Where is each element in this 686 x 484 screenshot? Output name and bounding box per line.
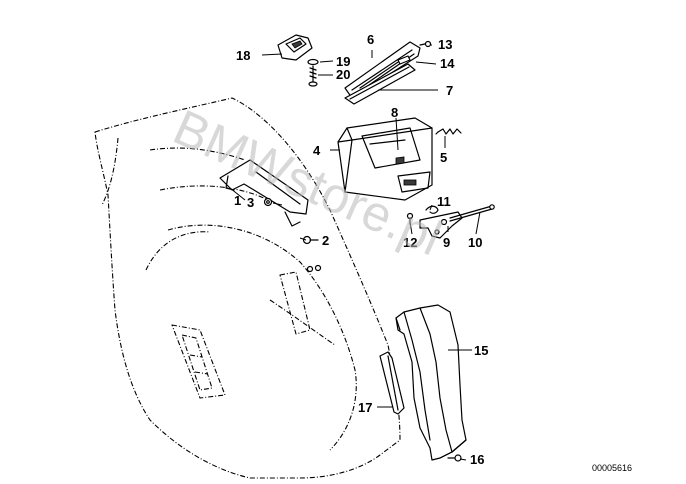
callout-20: 20 bbox=[336, 67, 350, 82]
callout-19: 19 bbox=[336, 54, 350, 69]
screw-part-13 bbox=[419, 40, 432, 48]
screw-part-16 bbox=[447, 454, 462, 462]
side-cover-part-15 bbox=[395, 304, 467, 461]
callout-14: 14 bbox=[440, 56, 455, 71]
leader-lines bbox=[229, 44, 481, 461]
rod-part-10 bbox=[449, 204, 495, 222]
callout-18: 18 bbox=[236, 48, 250, 63]
callout-11: 11 bbox=[437, 194, 451, 209]
trim-strip-part-17 bbox=[379, 351, 405, 415]
callout-17: 17 bbox=[358, 400, 372, 415]
holder-part-9 bbox=[419, 211, 463, 239]
callout-13: 13 bbox=[438, 37, 452, 52]
callout-6: 6 bbox=[367, 32, 374, 47]
nut-part-3 bbox=[263, 197, 273, 207]
clip-part-11 bbox=[425, 205, 439, 214]
callout-9: 9 bbox=[443, 235, 450, 250]
fairing-body bbox=[94, 97, 401, 479]
callout-7: 7 bbox=[446, 83, 453, 98]
callout-12: 12 bbox=[403, 235, 417, 250]
bracket-part-1 bbox=[219, 159, 309, 227]
clip-part-14 bbox=[397, 55, 411, 65]
callout-5: 5 bbox=[440, 150, 447, 165]
diagram-reference: 00005616 bbox=[592, 463, 632, 473]
latch-part-18 bbox=[277, 34, 313, 61]
callout-2: 2 bbox=[322, 233, 329, 248]
callout-1: 1 bbox=[234, 193, 241, 208]
callout-15: 15 bbox=[474, 343, 488, 358]
screw-part-20 bbox=[308, 65, 318, 87]
callout-4: 4 bbox=[313, 143, 321, 158]
washer-part-19 bbox=[307, 58, 319, 66]
callout-3: 3 bbox=[247, 195, 254, 210]
callout-16: 16 bbox=[470, 452, 484, 467]
spring-part-5 bbox=[435, 128, 462, 135]
screw-part-2 bbox=[302, 235, 319, 245]
callout-10: 10 bbox=[468, 235, 482, 250]
fairing-fasteners bbox=[306, 264, 322, 273]
seal-part-7 bbox=[344, 63, 416, 105]
callout-8: 8 bbox=[391, 105, 398, 120]
storage-box-part-4 bbox=[337, 117, 433, 201]
